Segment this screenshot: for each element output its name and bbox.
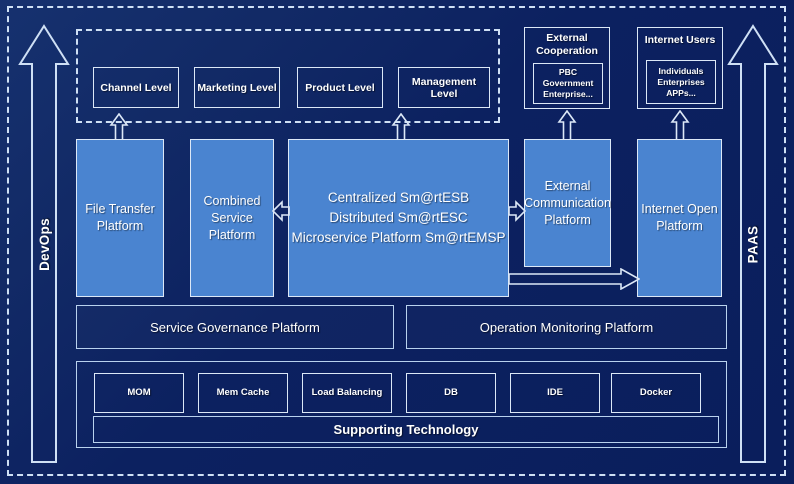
connector-arrow-left	[272, 200, 290, 222]
tech-box-docker[interactable]: Docker	[611, 373, 701, 413]
paas-label: PAAS	[745, 225, 761, 263]
tech-box-mom[interactable]: MOM	[94, 373, 184, 413]
governance-label: Operation Monitoring Platform	[479, 319, 654, 335]
outer-boundary	[7, 6, 786, 476]
platform-line-centralized: Centralized Sm@rtESB	[327, 190, 470, 205]
service-governance-platform[interactable]: Service Governance Platform	[76, 305, 394, 349]
platform-label: File Transfer Platform	[85, 202, 155, 233]
internet-users-inner: Individuals Enterprises APPs...	[646, 60, 716, 104]
external-cooperation-title: External Cooperation	[536, 32, 598, 57]
platform-external-communication[interactable]: External Communication Platform	[524, 139, 611, 267]
devops-label: DevOps	[36, 217, 52, 271]
platform-combined-service[interactable]: Combined Service Platform	[190, 139, 274, 297]
connector-arrow-up-4	[670, 110, 690, 142]
tech-label: IDE	[547, 387, 563, 398]
paas-label-wrap: PAAS	[727, 22, 779, 466]
internet-users-group[interactable]: Internet Users Individuals Enterprises A…	[637, 27, 723, 109]
supporting-technology-label: Supporting Technology	[333, 422, 479, 437]
platform-label: Combined Service Platform	[203, 193, 261, 242]
connector-arrow-up-1	[109, 113, 129, 142]
governance-label: Service Governance Platform	[150, 319, 320, 335]
left-arrow-icon	[272, 200, 290, 222]
platform-line-distributed: Distributed Sm@rtESC	[329, 210, 468, 225]
paas-arrow: PAAS	[727, 22, 779, 466]
connector-arrow-up-3	[557, 110, 577, 142]
platform-file-transfer[interactable]: File Transfer Platform	[76, 139, 164, 297]
devops-label-wrap: DevOps	[18, 22, 70, 466]
tech-label: MOM	[127, 387, 151, 398]
devops-arrow: DevOps	[18, 22, 70, 466]
supporting-technology-frame	[76, 361, 727, 448]
platform-center-lines: Centralized Sm@rtESB Distributed Sm@rtES…	[292, 188, 506, 248]
platform-label: Internet Open Platform	[641, 202, 718, 233]
up-arrow-icon	[557, 110, 577, 142]
up-arrow-icon	[670, 110, 690, 142]
supporting-technology-bar[interactable]: Supporting Technology	[93, 416, 719, 443]
level-label: Marketing Level	[197, 81, 277, 94]
right-arrow-icon	[508, 200, 526, 222]
level-label: Product Level	[305, 81, 375, 94]
up-arrow-icon	[727, 24, 779, 463]
tech-label: DB	[444, 387, 458, 398]
tech-label: Mem Cache	[216, 387, 270, 398]
up-arrow-icon	[18, 24, 70, 463]
operation-monitoring-platform[interactable]: Operation Monitoring Platform	[406, 305, 727, 349]
platform-internet-open[interactable]: Internet Open Platform	[637, 139, 722, 297]
level-box-product[interactable]: Product Level	[297, 67, 383, 108]
connector-arrow-right	[508, 200, 526, 222]
platform-line-microservice: Microservice Platform Sm@rtEMSP	[291, 230, 506, 245]
external-cooperation-inner: PBC Government Enterprise...	[533, 63, 603, 104]
platform-esb-esc-emsp[interactable]: Centralized Sm@rtESB Distributed Sm@rtES…	[288, 139, 509, 297]
tech-box-db[interactable]: DB	[406, 373, 496, 413]
tech-box-mem-cache[interactable]: Mem Cache	[198, 373, 288, 413]
level-box-management[interactable]: Management Level	[398, 67, 490, 108]
up-arrow-icon	[109, 113, 129, 142]
right-arrow-icon	[508, 268, 640, 290]
level-box-marketing[interactable]: Marketing Level	[194, 67, 280, 108]
tech-label: Docker	[639, 387, 673, 398]
up-arrow-icon	[391, 113, 411, 142]
tech-box-load-balancing[interactable]: Load Balancing	[302, 373, 392, 413]
connector-arrow-long-right	[508, 268, 640, 290]
connector-arrow-up-2	[391, 113, 411, 142]
internet-users-title: Internet Users	[644, 34, 716, 46]
levels-group	[76, 29, 500, 123]
external-cooperation-group[interactable]: External Cooperation PBC Government Ente…	[524, 27, 610, 109]
platform-label: External Communication Platform	[524, 178, 611, 227]
level-label: Management Level	[411, 75, 477, 100]
tech-box-ide[interactable]: IDE	[510, 373, 600, 413]
level-label: Channel Level	[100, 81, 172, 94]
tech-label: Load Balancing	[311, 387, 383, 398]
level-box-channel[interactable]: Channel Level	[93, 67, 179, 108]
